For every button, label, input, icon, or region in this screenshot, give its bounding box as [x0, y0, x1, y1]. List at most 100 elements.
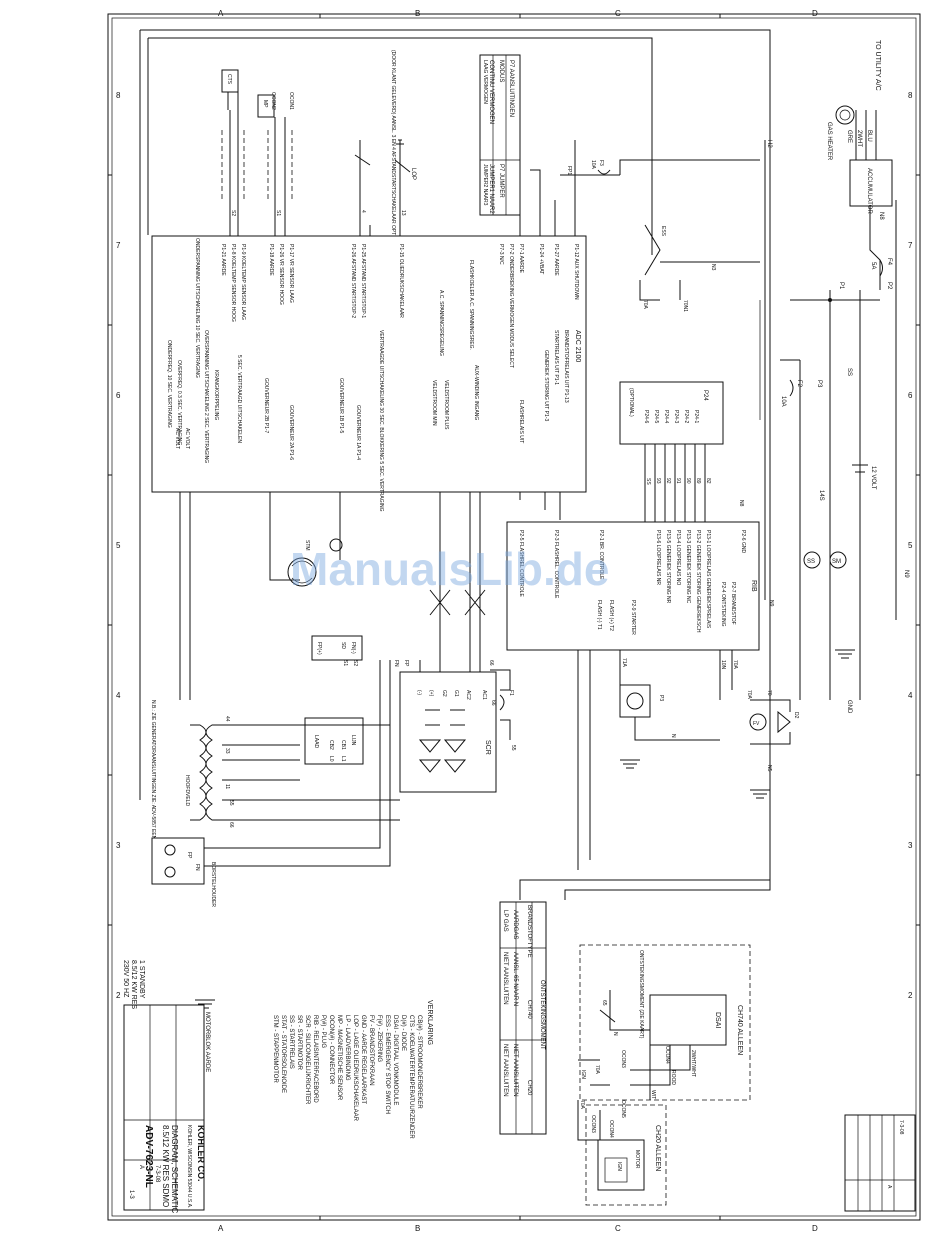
adc-pin-left-5: P1-26 VR SENSOR HOOG	[278, 244, 284, 305]
gen-borstel: BORSTELHOUDER	[210, 862, 216, 907]
legend-item-4: DSAI - DIGITAAL VONKMODULE	[392, 1015, 398, 1105]
adc-func-1: BRANDSTOFRELAIS UIT P1-13	[563, 330, 569, 403]
battery-12v-label: 12 VOLT	[870, 466, 876, 490]
ch20-ign: IGN	[616, 1162, 622, 1171]
ess-70n1-label: 70N1	[682, 300, 688, 312]
legend-item-5: ESS - EMERGENCY STOP SWITCH	[384, 1015, 390, 1114]
legend: VERKLARING CB(#) - STROOMONDERBREKER CTS…	[195, 999, 433, 1139]
rib-pin-7: P2-6 GND	[740, 530, 746, 553]
title-rating-2: 8.5/12 KW RES	[130, 960, 137, 1009]
adc-func-7: A.C. SPANNINGSREGELING	[438, 290, 444, 356]
ignition-col3: CH20	[526, 1080, 532, 1096]
title-rating-3: 230V 50 HZ	[122, 960, 129, 998]
adc-func-20: ONDERFREQ. 10 SEC. VERTRAGING	[166, 340, 172, 428]
ch740-70a: 70A	[594, 1065, 600, 1075]
ignition-title: ONTSTEKINGSMOMENT	[539, 980, 545, 1050]
lop-switch-icon	[394, 159, 411, 173]
rib-pin-11: P2-7 BRANDSTOF	[730, 582, 736, 625]
ch740-wire-wit: WIT	[650, 1090, 656, 1099]
adc-pin-left-1: P1-15 OLIEDRUKSCHAKELAAR	[398, 244, 404, 318]
legend-item-8: GND - AARDE REGELAARKAST	[360, 1015, 366, 1104]
utility-wire-2wht: 2WHT	[856, 130, 862, 147]
row-label-left-4: 4	[116, 691, 121, 700]
p7-head-mode: MODUS	[498, 60, 504, 82]
p24-pin-3: P24-3	[673, 410, 679, 424]
sensor-wire-4: 4	[360, 210, 366, 213]
scr-55: 55	[510, 745, 516, 751]
revision-date: 7-3-08	[898, 1120, 904, 1135]
legend-item-1: CB(#) - STROOMONDERBREKER	[416, 1015, 422, 1109]
gen-55: 55	[228, 800, 234, 806]
p24-wire-91: 91	[675, 478, 681, 484]
grid-column-labels: A B C D A B C D	[218, 9, 818, 1233]
starter-relay-icon	[626, 692, 644, 710]
adc-2100-box	[151, 235, 587, 493]
legend-item-3: D(#) - DIODE	[400, 1015, 406, 1051]
rib-title: RIB	[750, 580, 757, 592]
col-label-bottom-b: B	[415, 1224, 420, 1233]
p24-pin-6: P24-6	[643, 410, 649, 424]
fuse-f3-icon	[597, 169, 611, 175]
adc-pin-left-2: P1-25 AFSTAND START/STOP-1	[360, 244, 366, 318]
utility-h2: H2	[766, 140, 772, 148]
p24-wire-ss: SS	[645, 478, 651, 485]
p24-box	[619, 381, 724, 445]
row-label-left-8: 8	[116, 91, 121, 100]
legend-item-2: CTS - KOELWATERTEMPERATUURZENDER	[408, 1015, 414, 1139]
ess-switch-section: F3 10A FP1 ESS N3 70A 70N1	[560, 159, 760, 312]
gen-lijn: LIJN	[350, 735, 356, 746]
adc-pin-top-1: P1-12 AUX SHUTDOWN	[573, 244, 579, 300]
p7-table-title: P7 AANSLUITINGEN	[508, 60, 514, 117]
starter-ground2-icon	[750, 789, 770, 799]
legend-item-18: STAT - STATORSOLENOIDE	[280, 1015, 286, 1093]
rib-wire-n8: N8	[738, 500, 744, 507]
adc-func-13: GOUVERNEUR 2A P1-6	[288, 405, 294, 460]
rib-pin-9: P2-3 FLASHREL. CONTROLE	[553, 530, 559, 599]
fuse-f1-icon	[499, 694, 505, 711]
watermark-text: ManualsLib.de	[290, 543, 609, 595]
title-company: KOHLER CO.	[196, 1125, 206, 1182]
adc-func-4: FLASHRELAIS UIT	[518, 400, 524, 443]
scr-g1: G1	[453, 690, 459, 697]
sensor-wire-13: 13	[400, 210, 406, 216]
adc-pin-left-6: P1-17 VR SENSOR LAAG	[288, 244, 294, 303]
ess-switch-icon	[644, 224, 661, 276]
legend-item-13: P(#) - PLUG	[320, 1015, 326, 1048]
rib-pin-12: P2-4 ONTSTEKING	[720, 582, 726, 627]
row-label-left-5: 5	[116, 541, 121, 550]
title-block: KOHLER CO. KOHLER, WISCONSIN 53044 U.S.A…	[122, 960, 206, 1214]
utility-title: TO UTILITY A/C	[874, 40, 881, 91]
cts-sensor-box	[221, 69, 239, 93]
revision-rev: A	[886, 1185, 892, 1189]
adc-pin-left-9: P1-9 KOELTEMP SENSOR LAAG	[240, 244, 246, 320]
adc-func-21: AC VOLT	[184, 428, 190, 449]
gen-l0: L0	[328, 756, 334, 762]
row-label-right-4: 4	[908, 691, 913, 700]
gen-l1: L1	[340, 756, 346, 762]
ocon2-label: OCON2	[270, 92, 276, 110]
ignition-col1: BRANDSTOFTYPE	[526, 905, 532, 958]
stepper-motor-icon	[287, 557, 317, 587]
ch740-outline	[579, 944, 751, 1101]
ch740-ocon5: OCON5	[620, 1100, 626, 1118]
scr-fp: FP	[403, 660, 409, 667]
gen-fp-plus: FP	[186, 852, 192, 859]
legend-item-6: F(#) - ZEKERING	[376, 1015, 382, 1062]
p24-pin-2: P24-2	[683, 410, 689, 424]
utility-14s: 14S	[818, 490, 824, 501]
starter-n5-label: N5	[766, 765, 772, 772]
utility-p2: P2	[886, 282, 892, 290]
legend-title: VERKLARING	[426, 1000, 433, 1045]
gen-92: S1	[342, 660, 348, 666]
adc-pin-top-3: P1-24 +VBAT	[538, 244, 544, 274]
accumulator-box	[849, 159, 893, 207]
p7-row1-mode: CONTINU VERMOGEN	[488, 60, 494, 124]
starter-motor-sm-icon	[829, 551, 847, 569]
adc-pin-left-4: P1-18 AARDE	[268, 244, 274, 276]
row-label-left-2: 2	[116, 991, 121, 1000]
utility-n9: N9	[903, 570, 909, 578]
utility-section: TO UTILITY A/C GAS HEATER BLU 2WHT GRE A…	[766, 40, 909, 714]
mp-sensor-box	[257, 94, 275, 118]
title-model: 8.5/12 KW RES SDMO	[161, 1125, 170, 1207]
